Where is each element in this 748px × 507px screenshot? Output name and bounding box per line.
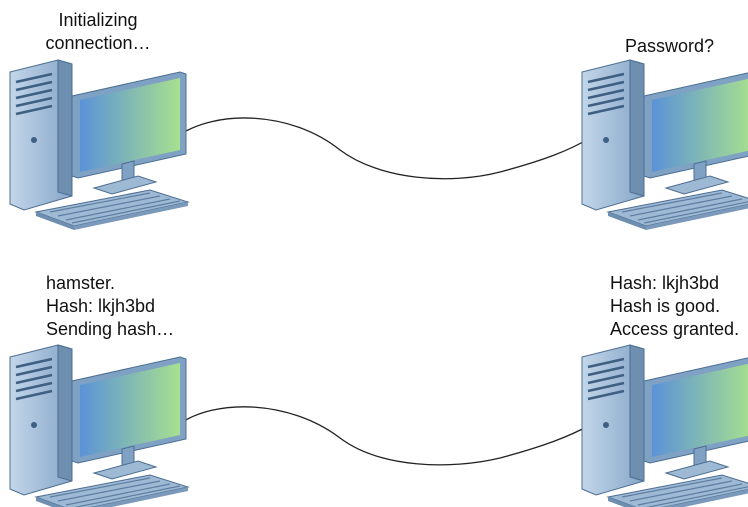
server-message-top: Password?	[625, 35, 714, 58]
client-computer-icon-top	[8, 58, 190, 232]
client-message-line: hamster.	[46, 273, 116, 293]
client-message-line: Initializing	[58, 10, 138, 30]
server-message-line: Password?	[625, 36, 715, 56]
server-computer-icon-bottom	[580, 343, 748, 507]
client-message-bottom: hamster. Hash: lkjh3bd Sending hash…	[46, 272, 174, 341]
server-message-line: Hash: lkjh3bd	[610, 273, 720, 293]
server-computer-icon-top	[580, 58, 748, 232]
server-message-line: Hash is good.	[610, 296, 721, 316]
client-message-line: Sending hash…	[46, 319, 175, 339]
network-cable-bottom	[177, 406, 591, 466]
client-message-line: Hash: lkjh3bd	[46, 296, 156, 316]
server-message-bottom: Hash: lkjh3bd Hash is good. Access grant…	[610, 272, 739, 341]
client-message-line: connection…	[45, 33, 151, 53]
client-computer-icon-bottom	[8, 343, 190, 507]
client-message-top: Initializing connection…	[28, 9, 168, 55]
server-message-line: Access granted.	[610, 319, 740, 339]
network-cable-top	[177, 117, 591, 180]
